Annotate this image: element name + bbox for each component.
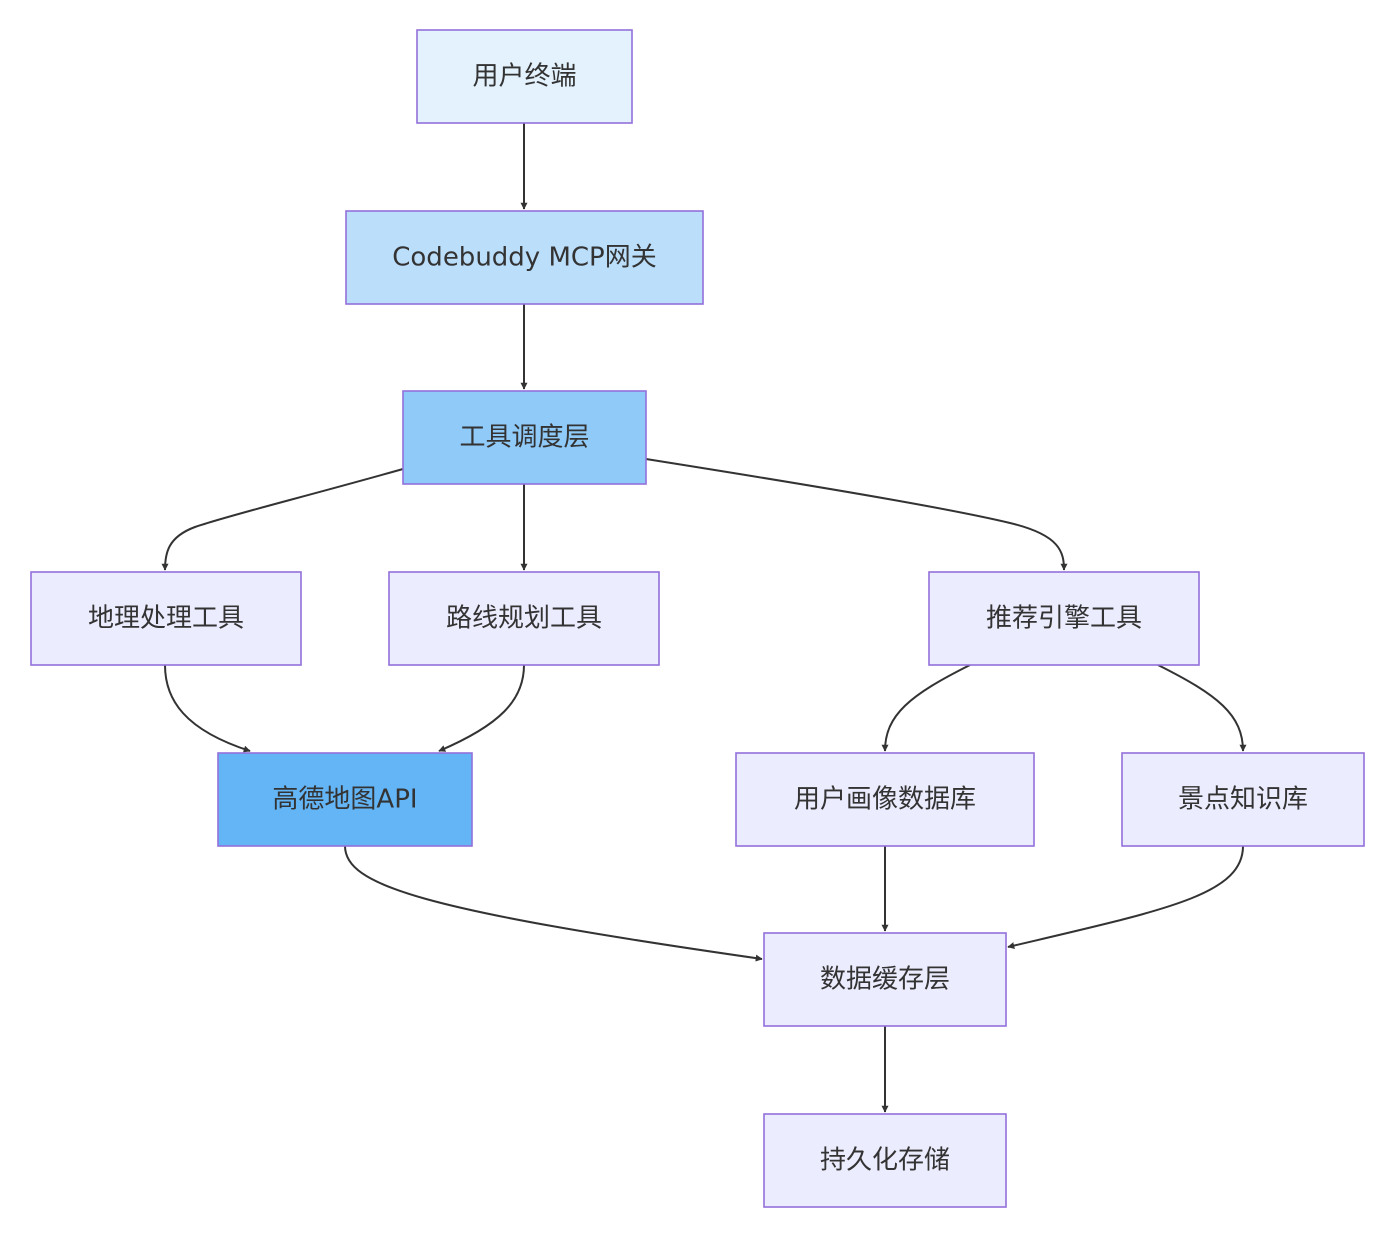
- node-label-dispatch: 工具调度层: [459, 423, 589, 453]
- node-recommend: 推荐引擎工具: [928, 571, 1200, 666]
- node-label-amap: 高德地图API: [272, 785, 417, 815]
- node-route: 路线规划工具: [388, 571, 660, 666]
- node-box-profile: [735, 752, 1035, 847]
- node-profile: 用户画像数据库: [735, 752, 1035, 847]
- node-label-route: 路线规划工具: [446, 604, 602, 634]
- node-box-user: [416, 29, 633, 124]
- node-box-gateway: [345, 210, 704, 305]
- edge-recommend-poi: [1157, 664, 1247, 752]
- node-box-cache: [763, 932, 1007, 1027]
- node-label-poi: 景点知识库: [1178, 785, 1308, 815]
- node-cache: 数据缓存层: [763, 932, 1007, 1027]
- node-box-amap: [217, 752, 473, 847]
- edge-recommend-profile: [881, 664, 971, 752]
- edge-dispatch-geo: [161, 468, 404, 571]
- node-label-storage: 持久化存储: [820, 1146, 950, 1176]
- node-user: 用户终端: [416, 29, 633, 124]
- node-label-geo: 地理处理工具: [88, 604, 244, 634]
- node-box-poi: [1121, 752, 1365, 847]
- edge-dispatch-recommend: [645, 458, 1068, 571]
- edge-geo-amap: [164, 664, 251, 753]
- node-storage: 持久化存储: [763, 1113, 1007, 1208]
- node-box-route: [388, 571, 660, 666]
- node-box-dispatch: [402, 390, 647, 485]
- node-dispatch: 工具调度层: [402, 390, 647, 485]
- node-gateway: Codebuddy MCP网关: [345, 210, 704, 305]
- node-poi: 景点知识库: [1121, 752, 1365, 847]
- node-label-profile: 用户画像数据库: [794, 785, 976, 815]
- node-box-recommend: [928, 571, 1200, 666]
- node-geo: 地理处理工具: [30, 571, 302, 666]
- node-box-storage: [763, 1113, 1007, 1208]
- node-label-user: 用户终端: [472, 62, 576, 92]
- node-label-cache: 数据缓存层: [820, 965, 950, 995]
- node-amap: 高德地图API: [217, 752, 473, 847]
- node-label-recommend: 推荐引擎工具: [986, 604, 1142, 634]
- edge-route-amap: [438, 664, 525, 752]
- edges-layer: [161, 123, 1247, 1113]
- edge-poi-cache: [1007, 845, 1244, 949]
- node-box-geo: [30, 571, 302, 666]
- node-label-gateway: Codebuddy MCP网关: [392, 243, 656, 273]
- edge-amap-cache: [344, 845, 763, 962]
